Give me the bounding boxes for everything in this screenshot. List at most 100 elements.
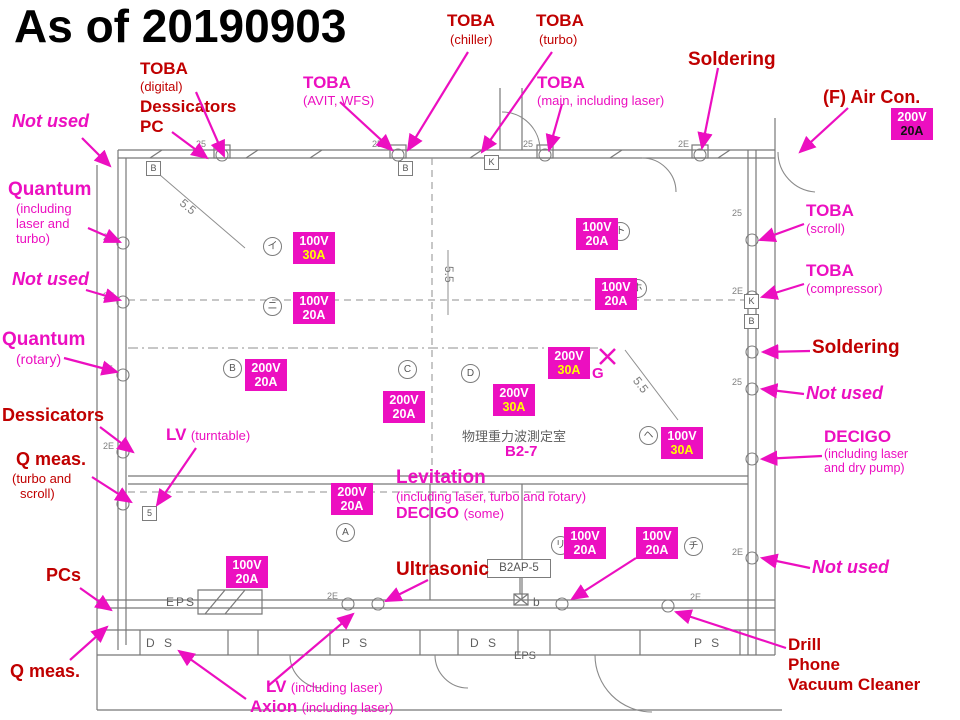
power-tag-200v30a: 200V 30A — [493, 384, 535, 416]
label-not-used-3: Not used — [806, 383, 884, 403]
label-g-mark: G — [592, 365, 604, 382]
eps-upper-label: EPS — [166, 595, 197, 609]
power-tag-200v30a: 200V 30A — [548, 347, 590, 379]
label-ultrasonic: Ultrasonic — [396, 559, 489, 580]
tag-voltage: 200V — [499, 386, 529, 400]
ps-label-1: P S — [342, 636, 371, 650]
label-toba-avit: TOBA — [303, 73, 351, 92]
panel-label: B2AP-5 — [487, 559, 551, 578]
label-not-used-2: Not used — [12, 269, 90, 289]
label-lv-laser-sub: (including laser) — [290, 680, 383, 695]
label-toba-chiller-sub: (chiller) — [450, 32, 493, 47]
label-decigo-right-sub2: and dry pump) — [824, 461, 905, 475]
label-not-used-4: Not used — [812, 557, 890, 577]
tag-voltage: 200V — [337, 485, 367, 499]
tag-voltage: 200V — [554, 349, 584, 363]
power-tag-100v30a: 100V 30A — [293, 232, 335, 264]
label-toba-compressor: TOBA — [806, 261, 854, 280]
tag-amps: 30A — [670, 443, 694, 457]
wall-tick: 2E — [103, 291, 115, 301]
label-axion-sub: (including laser) — [301, 700, 394, 715]
label-lv-turntable-title: LV — [166, 425, 187, 444]
label-toba-scroll-sub: (scroll) — [806, 221, 845, 236]
label-f-aircon: (F) Air Con. — [823, 87, 921, 107]
circuit-marker: A — [336, 523, 355, 542]
label-toba-chiller: TOBA — [447, 11, 495, 30]
label-decigo-some-title: DECIGO — [396, 505, 460, 522]
ps-label-2: P S — [694, 636, 723, 650]
circuit-marker: チ — [684, 537, 703, 556]
label-soldering-right: Soldering — [812, 337, 900, 358]
wall-tick: 2E — [732, 547, 744, 557]
ds-label-1: D S — [146, 636, 176, 650]
label-quantum-turbo-sub3: turbo) — [16, 231, 50, 246]
tag-voltage: 100V — [232, 558, 262, 572]
circuit-marker: イ — [263, 237, 282, 256]
circuit-marker: C — [398, 360, 417, 379]
tag-voltage: 100V — [299, 294, 329, 308]
power-tag-100v30a: 100V 30A — [661, 427, 703, 459]
label-levitation-sub: (including laser, turbo and rotary) — [396, 489, 587, 504]
wall-tick: 25 — [732, 377, 743, 387]
label-axion-title: Axion — [250, 697, 298, 716]
label-dessicators-left: Dessicators — [2, 405, 105, 425]
label-toba-main-sub: (main, including laser) — [537, 93, 665, 108]
wall-tick: 25 — [523, 139, 534, 149]
label-q-meas-1: Q meas. — [16, 449, 87, 469]
label-quantum-turbo-sub1: (including — [16, 201, 72, 216]
circuit-marker: D — [461, 364, 480, 383]
wall-tick: 2E — [372, 139, 384, 149]
breaker-square: 5 — [142, 506, 157, 521]
tag-amps: 30A — [302, 248, 326, 262]
tag-voltage: 200V — [251, 361, 281, 375]
breaker-square: B — [398, 161, 413, 176]
tag-amps: 20A — [302, 308, 326, 322]
label-decigo-right-sub1: (including laser — [824, 447, 909, 461]
label-toba-turbo-sub: (turbo) — [539, 32, 578, 47]
ds-label-2: D S — [470, 636, 500, 650]
tag-amps: 20A — [573, 543, 597, 557]
breaker-square: B — [744, 314, 759, 329]
wall-tick: 2E — [690, 592, 702, 602]
wall-tick: 2E — [678, 139, 690, 149]
tag-amps: 30A — [557, 363, 581, 377]
wall-tick: 2E — [732, 286, 744, 296]
page-title: As of 20190903 — [14, 0, 347, 52]
label-toba-main: TOBA — [537, 73, 585, 92]
tag-amps: 20A — [254, 375, 278, 389]
label-q-meas-1-sub2: scroll) — [20, 486, 55, 501]
label-vacuum-cleaner: Vacuum Cleaner — [788, 675, 921, 694]
wall-tick: 25 — [732, 208, 743, 218]
power-tag-200v20a: 200V 20A — [331, 483, 373, 515]
label-decigo-right: DECIGO — [824, 427, 892, 446]
label-levitation: Levitation — [396, 467, 486, 488]
label-decigo-some-sub: (some) — [463, 506, 505, 521]
wall-tick: 25 — [196, 139, 207, 149]
room-code: B2-7 — [505, 443, 538, 460]
label-lv-turntable: LV (turntable) — [166, 426, 250, 445]
label-lv-turntable-sub: (turntable) — [190, 428, 251, 443]
breaker-square: K — [484, 155, 499, 170]
wall-tick: 2E — [327, 591, 339, 601]
label-lv-laser: LV (including laser) — [266, 678, 383, 697]
panel-sub-label: b — [533, 595, 540, 609]
label-soldering-top: Soldering — [688, 49, 776, 70]
circuit-marker: B — [223, 359, 242, 378]
power-tag-100v20a: 100V 20A — [636, 527, 678, 559]
tag-voltage: 100V — [582, 220, 612, 234]
dimension-label: 5.5 — [442, 266, 456, 283]
label-toba-avit-sub: (AVIT, WFS) — [303, 93, 375, 108]
tag-amps: 30A — [502, 400, 526, 414]
power-tag-200v20a: 200V 20A — [245, 359, 287, 391]
power-tag-100v20a: 100V 20A — [576, 218, 618, 250]
label-toba-compressor-sub: (compressor) — [806, 281, 883, 296]
circuit-marker: ニ — [263, 297, 282, 316]
tag-voltage: 200V — [897, 110, 927, 124]
label-dessicators-pc-1: Dessicators — [140, 97, 237, 116]
tag-amps: 20A — [645, 543, 669, 557]
tag-amps: 20A — [604, 294, 628, 308]
label-toba-turbo: TOBA — [536, 11, 584, 30]
tag-voltage: 100V — [570, 529, 600, 543]
wall-tick: 25 — [103, 232, 114, 242]
